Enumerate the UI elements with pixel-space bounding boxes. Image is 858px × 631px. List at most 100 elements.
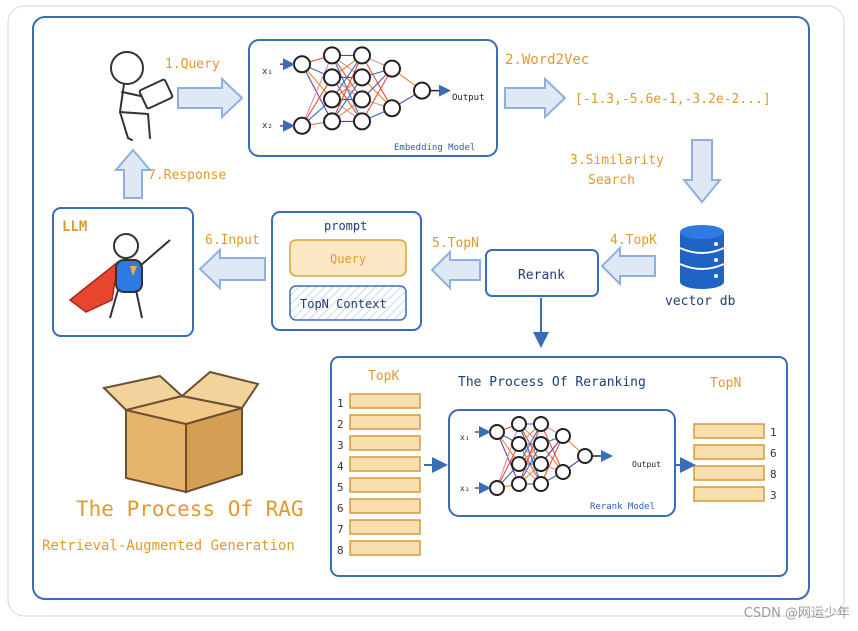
- rerank-network-node: [533, 416, 549, 432]
- topk-rank-label: 7: [337, 523, 344, 536]
- topk-item-bar: [349, 414, 421, 430]
- topn-rank-label: 3: [770, 489, 777, 502]
- rerank-network-node: [533, 476, 549, 492]
- watermark: CSDN @网运少年: [743, 606, 850, 621]
- rerank-output: Output: [632, 460, 661, 469]
- embedding-network-edge: [361, 55, 393, 109]
- user-figure: [110, 51, 174, 141]
- embedding-network-edge: [301, 77, 333, 127]
- embedding-network-edge: [361, 68, 393, 122]
- embedding-network-edge: [301, 55, 333, 127]
- rerank-network-node: [555, 464, 571, 480]
- rerank-network-edge: [496, 431, 520, 485]
- prompt-context-text: TopN Context: [300, 297, 387, 311]
- prompt-title: prompt: [324, 219, 367, 233]
- topn-rank-label: 6: [770, 447, 777, 460]
- topk-item-bar: [349, 435, 421, 451]
- reranking-topn-title: TopN: [710, 376, 741, 391]
- reranking-title: The Process Of Reranking: [458, 375, 646, 390]
- embedding-model-label: Embedding Model: [394, 143, 475, 153]
- rerank-network-node: [577, 448, 593, 464]
- rerank-network-node: [489, 480, 505, 496]
- embedding-network-node: [353, 46, 371, 65]
- embedding-network-node: [353, 112, 371, 131]
- diagram-frame: [32, 16, 810, 600]
- topk-rank-label: 2: [337, 418, 344, 431]
- prompt-context-block: [289, 285, 407, 321]
- embedding-network-node: [323, 68, 341, 87]
- topk-item-bar: [349, 393, 421, 409]
- rerank-network-node: [555, 428, 571, 444]
- embedding-network-node: [353, 90, 371, 109]
- rerank-network-edge: [540, 423, 564, 473]
- rerank-button[interactable]: [485, 249, 599, 297]
- vector-db-label: vector db: [665, 294, 736, 309]
- rerank-network-edge: [496, 423, 520, 489]
- step-similarity-label-2: Search: [588, 173, 635, 188]
- rerank-network-node: [533, 456, 549, 472]
- topn-item-bar: [693, 423, 765, 439]
- topk-item-bar: [349, 498, 421, 514]
- embedding-network-edge: [331, 55, 363, 122]
- reranking-topk-title: TopK: [368, 369, 399, 384]
- embedding-network-node: [293, 55, 311, 74]
- rerank-network-edge: [540, 435, 564, 485]
- rerank-network: [475, 416, 613, 496]
- rerank-button-label: Rerank: [518, 268, 565, 283]
- prompt-query-block: [289, 239, 407, 277]
- step-word2vec-label: 2.Word2Vec: [505, 52, 589, 68]
- embedding-network-node: [293, 116, 311, 135]
- rerank-x2: x₂: [460, 484, 470, 493]
- llm-hero-figure: [68, 233, 171, 319]
- step-similarity-label-1: 3.Similarity: [570, 153, 664, 168]
- embedding-network-node: [323, 112, 341, 131]
- rerank-network-node: [511, 456, 527, 472]
- embedding-network-node: [383, 99, 401, 118]
- rerank-network-node: [511, 416, 527, 432]
- step-query-label: 1.Query: [165, 57, 220, 72]
- embedding-vector: [-1.3,-5.6e-1,-3.2e-2...]: [575, 92, 771, 107]
- arrow-similarity: [681, 139, 723, 204]
- rerank-network-node: [489, 424, 505, 440]
- arrow-response: [113, 148, 153, 199]
- topk-rank-label: 4: [337, 460, 344, 473]
- embedding-output: Output: [452, 93, 485, 103]
- topk-rank-label: 8: [337, 544, 344, 557]
- step-topn-label: 5.TopN: [432, 236, 479, 251]
- rerank-network-node: [511, 476, 527, 492]
- topn-item-bar: [693, 444, 765, 460]
- topk-item-bar: [349, 540, 421, 556]
- step-response-label: 7.Response: [148, 168, 226, 183]
- embedding-network-node: [413, 81, 431, 100]
- topn-item-bar: [693, 465, 765, 481]
- prompt-query-text: Query: [330, 252, 366, 266]
- rerank-network-node: [511, 436, 527, 452]
- topk-rank-label: 3: [337, 439, 344, 452]
- rerank-network-node: [533, 436, 549, 452]
- embedding-network-node: [323, 90, 341, 109]
- arrow-topn: [430, 249, 481, 291]
- arrow-word2vec: [504, 76, 567, 120]
- topk-item-bar: [349, 519, 421, 535]
- step-topk-label: 4.TopK: [610, 233, 657, 248]
- vector-db-icon: [679, 225, 725, 289]
- rerank-model-label: Rerank Model: [590, 502, 655, 512]
- rerank-x1: x₁: [460, 433, 470, 442]
- topn-item-bar: [693, 486, 765, 502]
- embedding-network-node: [353, 68, 371, 87]
- rag-title: The Process Of RAG: [76, 497, 304, 521]
- topk-rank-label: 5: [337, 481, 344, 494]
- topk-rank-label: 1: [337, 397, 344, 410]
- topk-item-bar: [349, 477, 421, 493]
- arrow-topk: [600, 245, 656, 287]
- topk-item-bar: [349, 456, 421, 472]
- rerank-network-edge: [496, 443, 520, 489]
- step-input-label: 6.Input: [205, 233, 260, 248]
- topn-rank-label: 1: [770, 426, 777, 439]
- embedding-model-box: [248, 39, 498, 157]
- arrow-query: [177, 76, 244, 120]
- topn-rank-label: 8: [770, 468, 777, 481]
